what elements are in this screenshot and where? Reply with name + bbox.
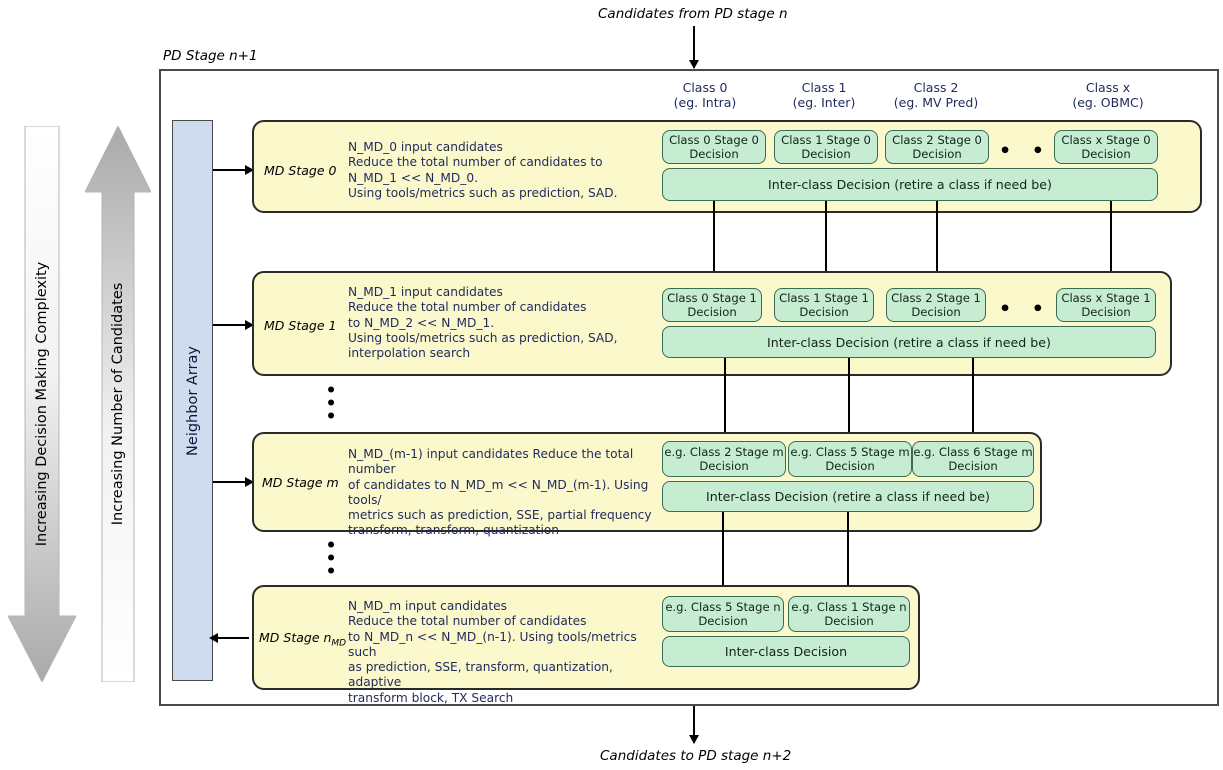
class-header-2-example: (eg. MV Pred) (893, 95, 979, 110)
neighbor-link-0 (213, 169, 249, 171)
arrow-s0-s1-c0 (713, 201, 715, 275)
md-stage-1-decision-0[interactable]: Class 0 Stage 1 Decision (662, 288, 762, 322)
md-stage-m-decision-0[interactable]: e.g. Class 2 Stage m Decision (662, 441, 786, 477)
candidates-axis-label: Increasing Number of Candidates (110, 282, 126, 526)
md-stage-m-description: N_MD_(m-1) input candidates Reduce the t… (348, 447, 652, 538)
output-arrow-line (693, 706, 695, 743)
md-stage-m-inter-class-decision[interactable]: Inter-class Decision (retire a class if … (662, 481, 1034, 512)
class-header-1: Class 1 (eg. Inter) (769, 80, 879, 110)
md-stage-n-name-subscript: MD (331, 638, 347, 649)
md-stage-1-decision-3[interactable]: Class x Stage 1 Decision (1056, 288, 1156, 322)
neighbor-array-label: Neighbor Array (184, 345, 201, 456)
arrow-s1-sm-c0 (724, 358, 726, 436)
md-stage-m-name: MD Stage m (262, 475, 339, 490)
md-stage-0-description: N_MD_0 input candidates Reduce the total… (348, 140, 618, 200)
md-stage-1-description: N_MD_1 input candidates Reduce the total… (348, 285, 618, 361)
complexity-axis-label: Increasing Decision Making Complexity (34, 261, 50, 547)
neighbor-link-m (213, 481, 249, 483)
class-header-1-example: (eg. Inter) (792, 95, 856, 110)
input-arrow-line (693, 26, 695, 68)
md-stage-0-inter-class-decision[interactable]: Inter-class Decision (retire a class if … (662, 168, 1158, 201)
class-header-0: Class 0 (eg. Intra) (650, 80, 760, 110)
neighbor-array: Neighbor Array (172, 120, 213, 681)
class-header-0-name: Class 0 (682, 80, 728, 95)
arrow-s1-sm-c2 (972, 358, 974, 436)
neighbor-link-1 (213, 324, 249, 326)
input-caption: Candidates from PD stage n (598, 6, 788, 22)
output-arrowhead (688, 735, 699, 744)
md-stage-n-name-text: MD Stage n (259, 630, 332, 645)
md-stage-n-decision-0[interactable]: e.g. Class 5 Stage n Decision (662, 596, 784, 632)
stage-gap-ellipsis-top: ••• (325, 381, 337, 427)
md-stage-m-decision-1[interactable]: e.g. Class 5 Stage m Decision (788, 441, 912, 477)
md-stage-0-decision-3[interactable]: Class x Stage 0 Decision (1054, 130, 1158, 164)
neighbor-link-1-head (245, 319, 254, 330)
md-stage-1-name: MD Stage 1 (264, 318, 337, 333)
arrow-s0-s1-c2 (936, 201, 938, 275)
class-header-3-name: Class x (1085, 80, 1131, 95)
arrow-sm-sn-c0 (722, 512, 724, 590)
complexity-axis-arrow: Increasing Decision Making Complexity (8, 126, 76, 682)
class-header-1-name: Class 1 (801, 80, 847, 95)
md-stage-1-inter-class-decision[interactable]: Inter-class Decision (retire a class if … (662, 326, 1156, 358)
arrow-s1-sm-c1 (848, 358, 850, 436)
md-stage-m-decision-2[interactable]: e.g. Class 6 Stage m Decision (912, 441, 1034, 477)
class-header-2-name: Class 2 (913, 80, 959, 95)
neighbor-link-0-head (245, 164, 254, 175)
stage-gap-ellipsis-bottom: ••• (325, 536, 337, 582)
arrow-s0-s1-cx (1110, 201, 1112, 275)
input-arrowhead (688, 60, 699, 69)
md-stage-n-decision-1[interactable]: e.g. Class 1 Stage n Decision (788, 596, 910, 632)
md-stage-1-decision-2[interactable]: Class 2 Stage 1 Decision (886, 288, 986, 322)
arrow-sm-sn-c1 (847, 512, 849, 590)
output-caption: Candidates to PD stage n+2 (600, 748, 792, 764)
md-stage-n-description: N_MD_m input candidates Reduce the total… (348, 599, 637, 705)
arrow-s0-s1-c1 (825, 201, 827, 275)
md-stage-n-inter-class-decision[interactable]: Inter-class Decision (662, 636, 910, 667)
neighbor-link-n (213, 637, 249, 639)
md-stage-0-decision-2[interactable]: Class 2 Stage 0 Decision (885, 130, 989, 164)
md-stage-0-name: MD Stage 0 (264, 163, 337, 178)
class-header-2: Class 2 (eg. MV Pred) (881, 80, 991, 110)
md-stage-1-decision-1[interactable]: Class 1 Stage 1 Decision (774, 288, 874, 322)
class-header-0-example: (eg. Intra) (673, 95, 737, 110)
neighbor-link-n-head (209, 632, 218, 643)
candidates-axis-arrow: Increasing Number of Candidates (85, 126, 151, 682)
md-stage-n-name: MD Stage nMD (259, 630, 346, 649)
md-stage-0-decision-0[interactable]: Class 0 Stage 0 Decision (662, 130, 766, 164)
md-stage-0-decision-1[interactable]: Class 1 Stage 0 Decision (774, 130, 878, 164)
pd-stage-label: PD Stage n+1 (163, 48, 258, 64)
class-header-3: Class x (eg. OBMC) (1053, 80, 1163, 110)
neighbor-link-m-head (245, 476, 254, 487)
class-header-3-example: (eg. OBMC) (1072, 95, 1144, 110)
